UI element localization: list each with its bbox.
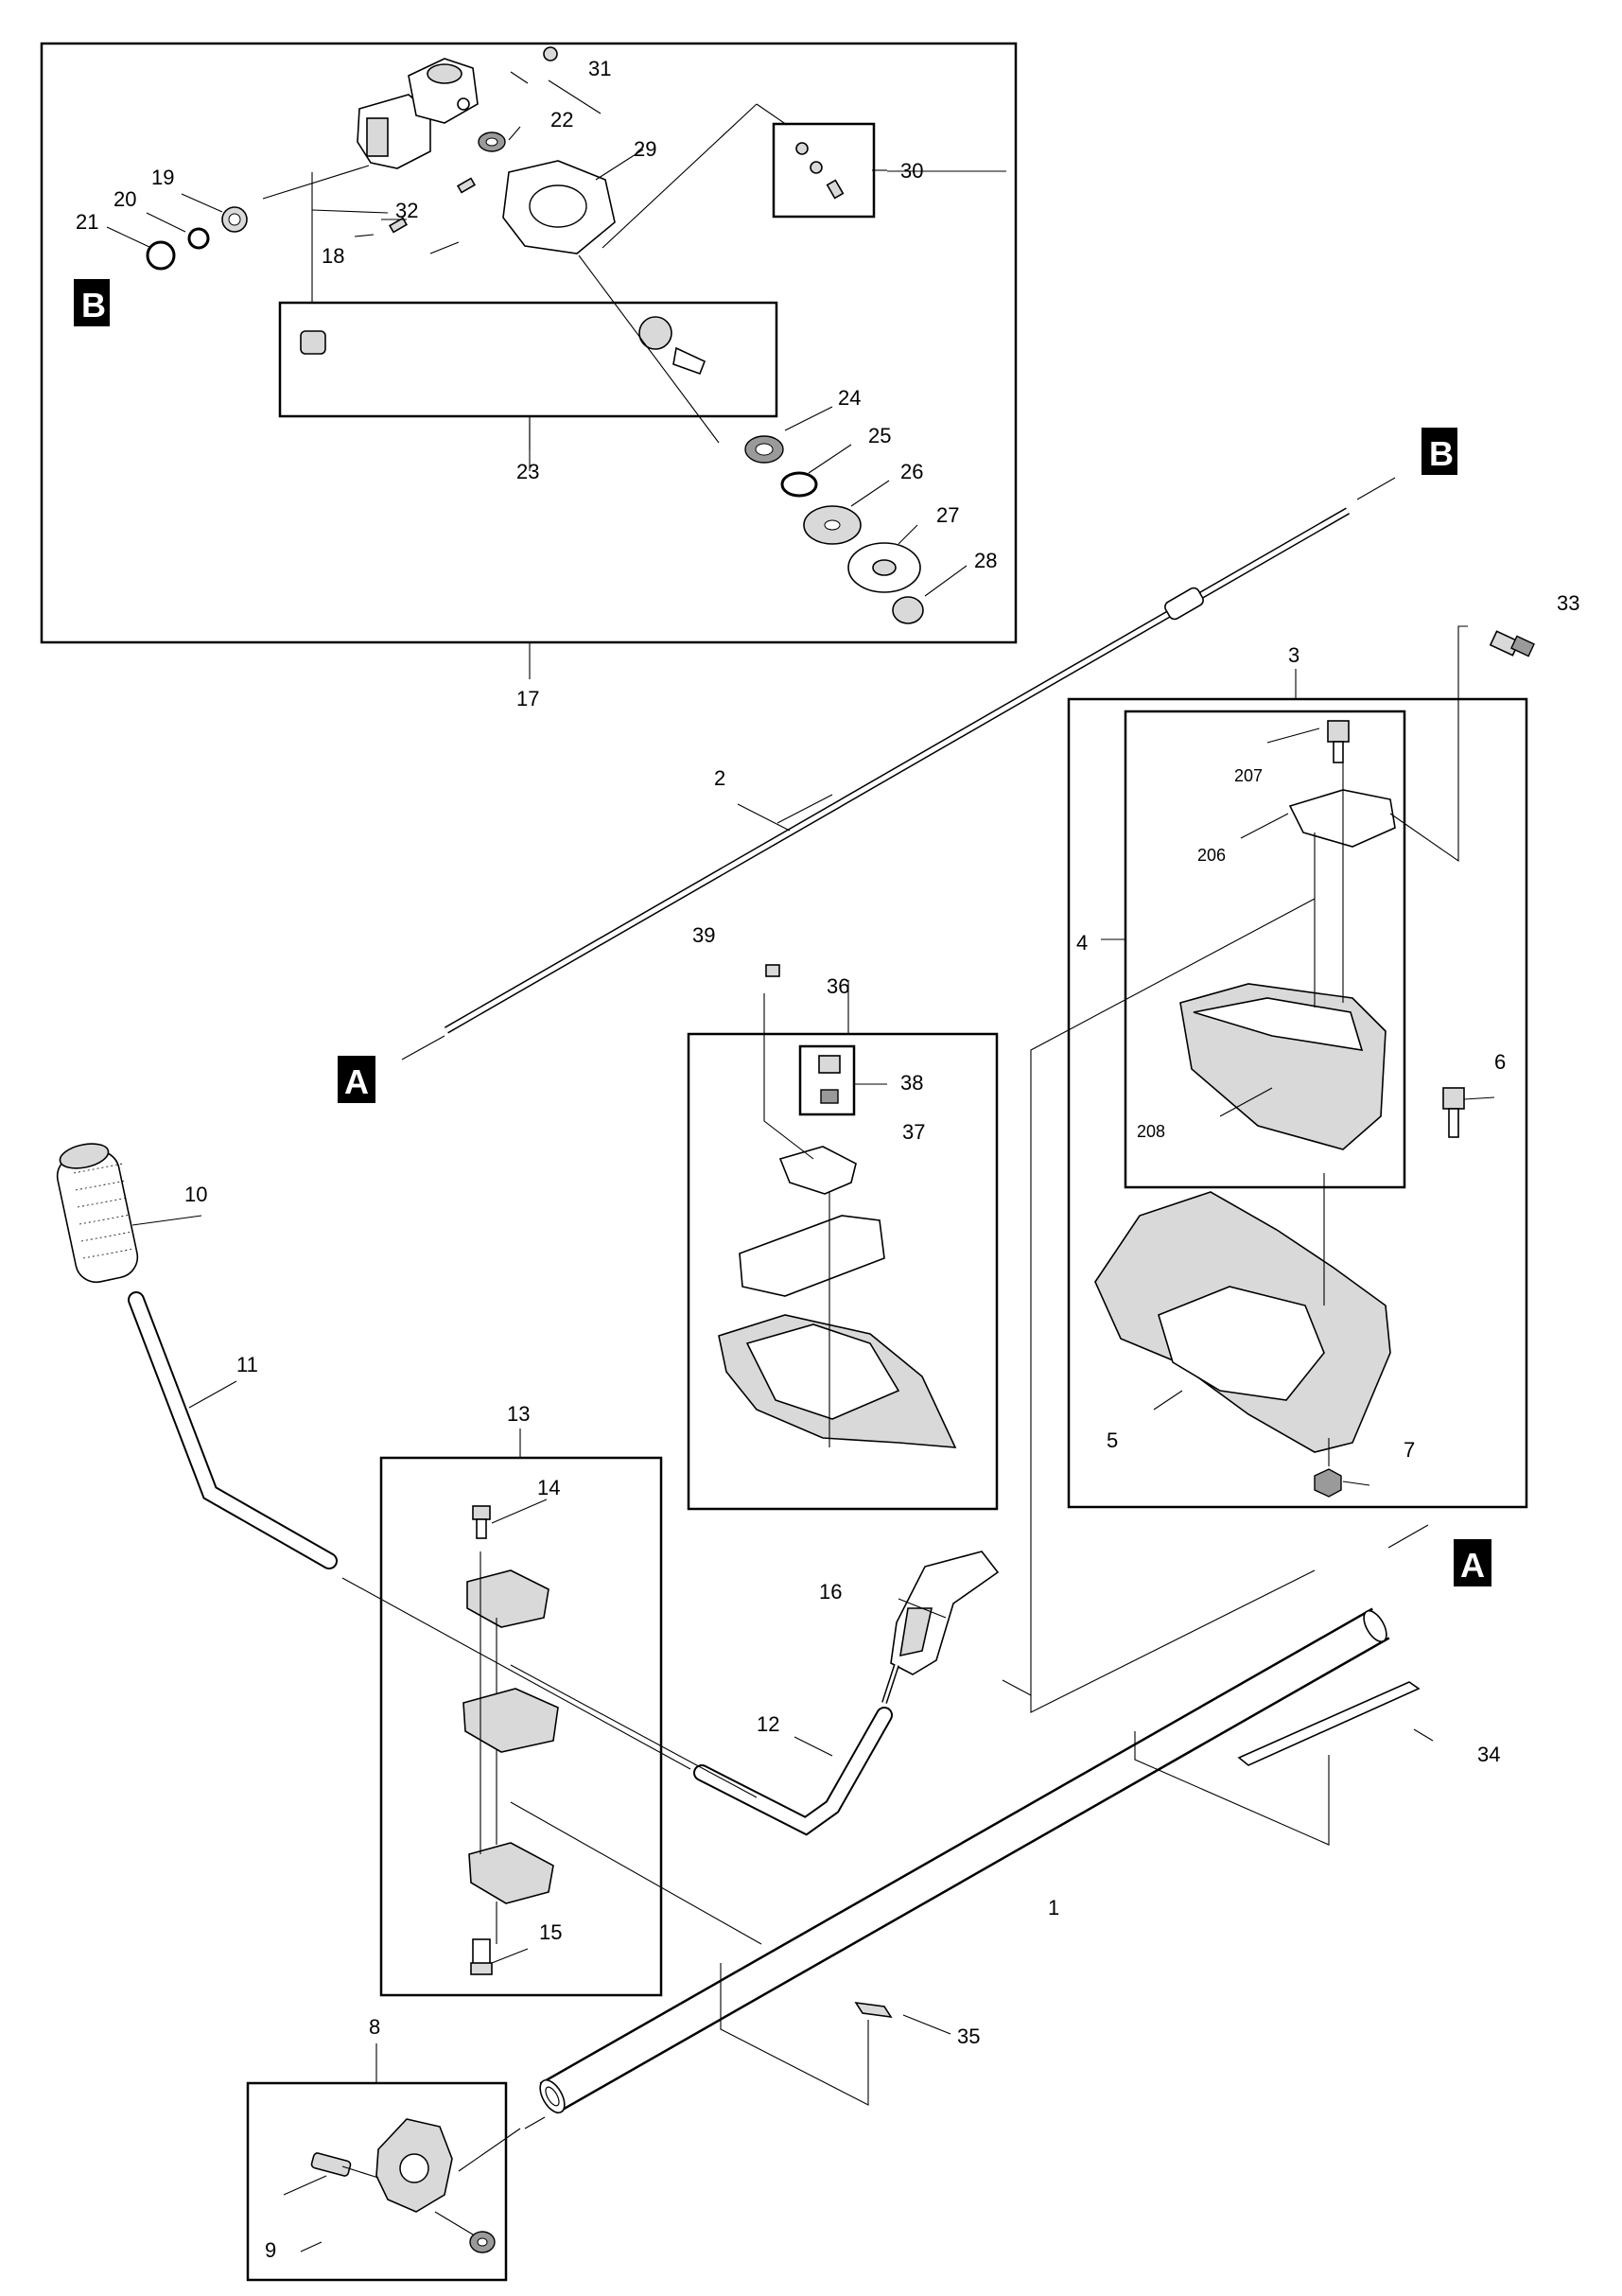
- callout-32: 32: [395, 199, 418, 222]
- callout-27: 27: [936, 503, 959, 527]
- callout-24: 24: [838, 386, 861, 410]
- frame-gear-head-17: [40, 42, 1018, 644]
- callout-11: 11: [236, 1353, 258, 1376]
- callout-10: 10: [184, 1183, 207, 1206]
- guard-36-parts: [718, 964, 957, 1448]
- screw-33: [1489, 630, 1535, 657]
- main-pipe: [539, 1607, 1390, 2114]
- marker-b-left: B: [74, 279, 110, 326]
- svg-text:B: B: [1429, 434, 1454, 473]
- throttle-16: [881, 1551, 1000, 1704]
- handle-bar-11: [128, 1291, 338, 1569]
- callout-207: 207: [1234, 766, 1263, 785]
- callout-15: 15: [539, 1920, 562, 1944]
- marker-b-right: B: [1421, 428, 1457, 475]
- callout-3: 3: [1288, 643, 1299, 667]
- handle-bar-12: [693, 1707, 893, 1836]
- callout-29: 29: [634, 137, 656, 161]
- svg-text:A: A: [344, 1062, 369, 1101]
- frame-clamp-8: [246, 2081, 508, 2282]
- svg-text:B: B: [81, 286, 106, 324]
- callout-33: 33: [1557, 591, 1579, 615]
- frame-guard-4: [1124, 710, 1406, 1189]
- callout-34: 34: [1477, 1743, 1500, 1766]
- callout-23: 23: [516, 460, 539, 483]
- callout-7: 7: [1404, 1438, 1415, 1462]
- callout-20: 20: [113, 187, 136, 211]
- callout-17: 17: [516, 687, 539, 710]
- callout-8: 8: [369, 2015, 380, 2039]
- callout-35: 35: [957, 2024, 980, 2048]
- callout-6: 6: [1494, 1050, 1506, 1074]
- callout-5: 5: [1107, 1428, 1118, 1452]
- frame-clamp-13: [379, 1456, 663, 1997]
- frame-guard-3: [1067, 697, 1528, 1509]
- leader-lines: [106, 71, 1495, 2252]
- callout-12: 12: [757, 1712, 779, 1736]
- callout-19: 19: [151, 166, 174, 189]
- callout-37: 37: [902, 1120, 925, 1144]
- grip-10: [56, 1143, 139, 1284]
- callout-18: 18: [322, 244, 344, 268]
- callout-4: 4: [1076, 931, 1088, 955]
- strip-34: [1237, 1681, 1421, 1766]
- guard-4-parts: [1179, 720, 1465, 1150]
- callout-14: 14: [537, 1476, 560, 1499]
- callout-16: 16: [819, 1580, 842, 1604]
- callout-2: 2: [714, 766, 725, 790]
- svg-text:A: A: [1460, 1546, 1485, 1585]
- drive-shaft: [445, 507, 1350, 1034]
- gear-case: [357, 58, 479, 169]
- callout-9: 9: [265, 2238, 276, 2262]
- callout-13: 13: [507, 1402, 530, 1426]
- callout-38: 38: [900, 1071, 923, 1095]
- frame-assembly-23: [278, 301, 778, 418]
- marker-a-left: A: [338, 1056, 375, 1103]
- frame-guard-36: [687, 1032, 999, 1511]
- frame-kit-38: [798, 1044, 856, 1116]
- frame-kit-30: [772, 122, 876, 219]
- callout-numbers: 1 2 3 4 5 6 7 8 9 10 11 12 13 14 15 16 1…: [76, 57, 1579, 2262]
- marker-a-right: A: [1454, 1539, 1491, 1586]
- callout-28: 28: [974, 549, 997, 572]
- callout-36: 36: [827, 974, 849, 998]
- callout-206: 206: [1197, 846, 1226, 865]
- callout-30: 30: [900, 159, 923, 183]
- callout-22: 22: [550, 108, 573, 131]
- callout-31: 31: [588, 57, 611, 80]
- callout-21: 21: [76, 210, 98, 234]
- gear-parts: [146, 46, 924, 624]
- callout-25: 25: [868, 424, 891, 447]
- callout-26: 26: [900, 460, 923, 483]
- guard-5: [1094, 1191, 1391, 1498]
- strip-35: [854, 2001, 893, 2019]
- clamp-8-parts: [310, 2118, 496, 2253]
- callout-1: 1: [1048, 1896, 1059, 1919]
- callout-39: 39: [692, 923, 715, 947]
- callout-208: 208: [1137, 1122, 1165, 1141]
- clamp-13-parts: [462, 1505, 559, 1975]
